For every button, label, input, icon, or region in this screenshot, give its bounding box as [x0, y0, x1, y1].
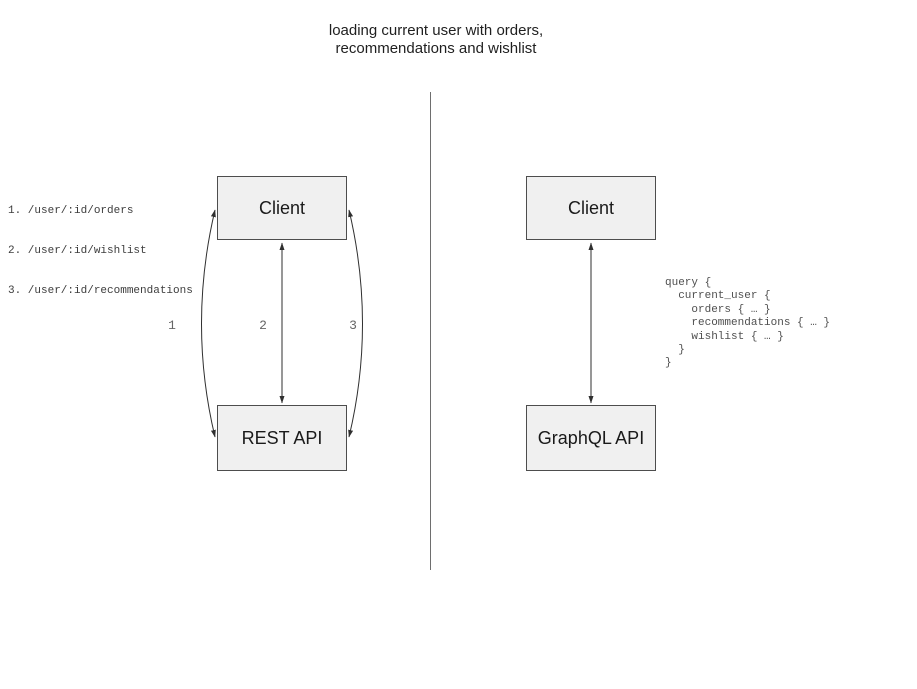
- graphql-client-box: Client: [526, 176, 656, 240]
- rest-endpoint-list: 1. /user/:id/orders 2. /user/:id/wishlis…: [8, 178, 193, 325]
- rest-api-label: REST API: [241, 427, 323, 448]
- graphql-client-label: Client: [567, 197, 615, 218]
- rest-arrow-1-curve: [201, 209, 216, 438]
- title-line-2: recommendations and wishlist: [335, 40, 537, 57]
- arrow-label-3: 3: [349, 318, 357, 333]
- section-divider-line: [430, 92, 431, 570]
- rest-client-label: Client: [258, 197, 306, 218]
- graphql-query-code: query { current_user { orders { … } reco…: [665, 277, 831, 370]
- graphql-api-label: GraphQL API: [537, 427, 645, 448]
- diagram-title: loading current user with orders, recomm…: [0, 22, 872, 58]
- arrow-label-2: 2: [259, 318, 267, 333]
- rest-endpoint-wishlist: 2. /user/:id/wishlist: [8, 245, 147, 258]
- title-line-1: loading current user with orders,: [328, 22, 544, 39]
- rest-endpoint-orders: 1. /user/:id/orders: [8, 204, 134, 217]
- arrow-label-1: 1: [168, 318, 176, 333]
- rest-client-box: Client: [217, 176, 347, 240]
- graphql-api-box: GraphQL API: [526, 405, 656, 471]
- rest-endpoint-recommendations: 3. /user/:id/recommendations: [8, 285, 193, 298]
- rest-api-box: REST API: [217, 405, 347, 471]
